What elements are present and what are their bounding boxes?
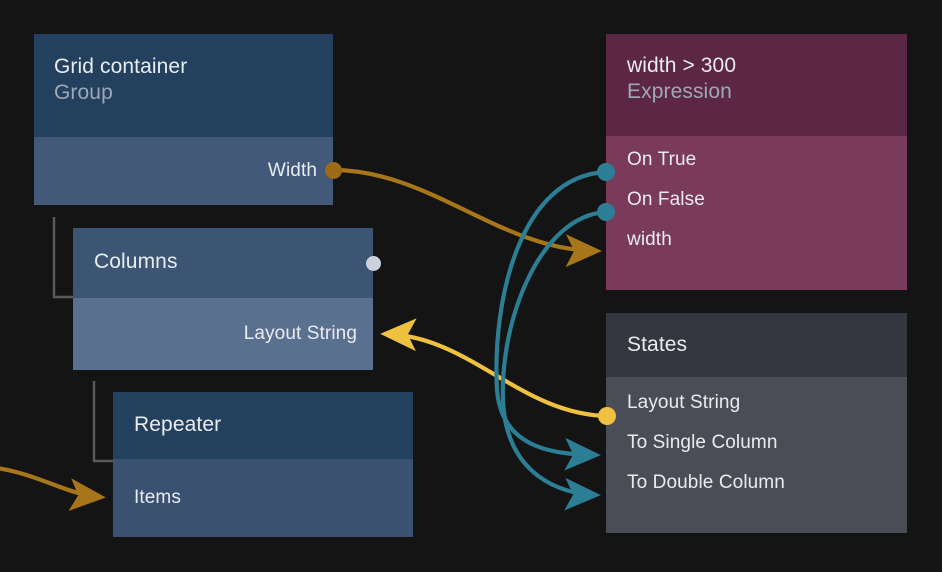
node-states-header[interactable]: States bbox=[606, 313, 907, 377]
port-connector-columns-header-output[interactable] bbox=[366, 256, 381, 271]
port-label-expression-width: width bbox=[627, 229, 672, 250]
node-grid-container[interactable]: Grid container Group Width bbox=[34, 34, 333, 205]
node-states-title: States bbox=[627, 333, 688, 356]
node-repeater-body: Items bbox=[113, 459, 413, 537]
node-columns[interactable]: Columns Layout String bbox=[73, 228, 373, 370]
port-label-width: Width bbox=[267, 160, 317, 181]
node-repeater[interactable]: Repeater Items bbox=[113, 392, 413, 537]
port-row-items[interactable]: Items bbox=[113, 459, 413, 537]
node-grid-container-header[interactable]: Grid container Group bbox=[34, 34, 333, 137]
tree-bracket-grid-to-columns bbox=[52, 217, 73, 299]
port-label-layout-string-columns: Layout String bbox=[243, 323, 357, 344]
port-row-on-false[interactable]: On False bbox=[606, 180, 907, 220]
port-connector-width-output[interactable] bbox=[325, 162, 342, 179]
wire-states-layout-string-to-columns-layout-string bbox=[380, 318, 608, 419]
node-repeater-title: Repeater bbox=[134, 413, 222, 436]
node-grid-container-body: Width bbox=[34, 137, 333, 205]
port-row-to-single-column[interactable]: To Single Column bbox=[606, 423, 907, 463]
node-repeater-header[interactable]: Repeater bbox=[113, 392, 413, 459]
node-columns-title: Columns bbox=[94, 250, 178, 273]
node-states[interactable]: States Layout String To Single Column To… bbox=[606, 313, 907, 533]
node-grid-container-subtitle: Group bbox=[54, 81, 113, 104]
node-expression[interactable]: width > 300 Expression On True On False … bbox=[606, 34, 907, 290]
wire-expression-on-false-to-states-to-double-column bbox=[500, 209, 607, 511]
node-expression-subtitle: Expression bbox=[627, 80, 732, 103]
node-grid-container-title: Grid container bbox=[54, 55, 188, 78]
port-row-to-double-column[interactable]: To Double Column bbox=[606, 463, 907, 503]
port-label-to-double-column: To Double Column bbox=[627, 472, 785, 493]
node-expression-title: width > 300 bbox=[627, 54, 737, 77]
node-expression-body: On True On False width bbox=[606, 136, 907, 290]
port-row-expression-width[interactable]: width bbox=[606, 220, 907, 260]
node-columns-header[interactable]: Columns bbox=[73, 228, 373, 298]
port-connector-on-false[interactable] bbox=[597, 203, 615, 221]
port-connector-on-true[interactable] bbox=[597, 163, 615, 181]
port-row-on-true[interactable]: On True bbox=[606, 140, 907, 180]
tree-bracket-columns-to-repeater bbox=[92, 381, 113, 463]
port-connector-states-layout-string[interactable] bbox=[598, 407, 616, 425]
port-row-layout-string-columns[interactable]: Layout String bbox=[73, 298, 373, 370]
wire-expression-on-true-to-states-to-single-column bbox=[494, 169, 607, 471]
port-label-items: Items bbox=[134, 487, 181, 508]
port-row-states-layout-string[interactable]: Layout String bbox=[606, 383, 907, 423]
port-label-on-true: On True bbox=[627, 149, 697, 170]
node-columns-body: Layout String bbox=[73, 298, 373, 370]
port-label-states-layout-string: Layout String bbox=[627, 392, 741, 413]
port-row-width[interactable]: Width bbox=[34, 137, 333, 205]
node-states-body: Layout String To Single Column To Double… bbox=[606, 377, 907, 533]
node-expression-header[interactable]: width > 300 Expression bbox=[606, 34, 907, 136]
port-label-on-false: On False bbox=[627, 189, 705, 210]
wire-offscreen-to-repeater-items bbox=[0, 466, 106, 511]
port-label-to-single-column: To Single Column bbox=[627, 432, 778, 453]
